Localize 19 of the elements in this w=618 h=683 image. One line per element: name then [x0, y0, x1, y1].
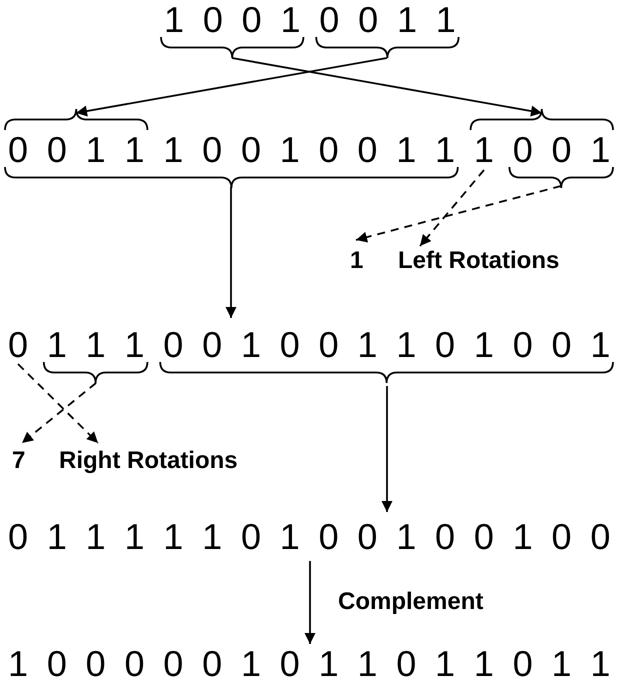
bit-string: 0 1 1 1 0 0 1 0 0 1 1 0 1 0 0 1: [8, 318, 615, 389]
rotation-count: 7: [12, 446, 26, 476]
dashed-arrow: [17, 363, 99, 444]
arrow: [232, 57, 542, 116]
bit-string: 0 0 1 1 1 0 0 1 0 0 1 1 1 0 0 1: [8, 113, 615, 185]
dashed-arrow: [21, 382, 97, 444]
arrow: [76, 57, 388, 116]
arrow: [304, 561, 316, 644]
arrow: [382, 386, 392, 512]
rotation-count: 1: [350, 246, 364, 276]
bit-string: 1 0 0 0 0 0 1 0 1 1 0 1 1 0 1 1: [8, 644, 615, 683]
rotation-label: Right Rotations: [59, 446, 238, 476]
bit-string: 0 1 1 1 1 1 0 1 0 0 1 0 0 1 0 0: [8, 512, 615, 560]
rotation-label: Left Rotations: [398, 246, 560, 276]
arrow: [226, 187, 236, 318]
bit-string: 1 0 0 1 0 0 1 1: [164, 0, 460, 58]
dashed-arrow: [356, 185, 562, 243]
dashed-arrow: [419, 169, 485, 247]
edge-label: Complement: [338, 587, 484, 617]
